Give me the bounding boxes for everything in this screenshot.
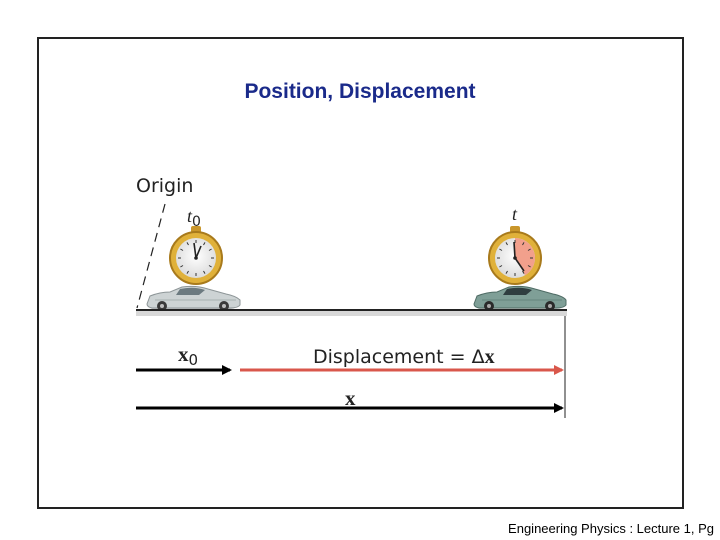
slide-footer: Engineering Physics : Lecture 1, Pg <box>508 521 714 536</box>
slide-title: Position, Displacement <box>244 80 476 103</box>
end-stopwatch-icon <box>488 226 542 285</box>
start-stopwatch-icon <box>169 226 223 285</box>
x0-label: x0 <box>178 342 198 369</box>
displacement-label: Displacement = Δx <box>313 346 495 368</box>
origin-dashed-line <box>136 203 166 309</box>
t-label: t <box>512 204 518 224</box>
slide-frame <box>37 37 684 509</box>
origin-label: Origin <box>136 175 193 197</box>
t0-label: t0 <box>187 206 201 230</box>
road-shadow <box>136 311 567 316</box>
x-label: x <box>345 386 356 410</box>
